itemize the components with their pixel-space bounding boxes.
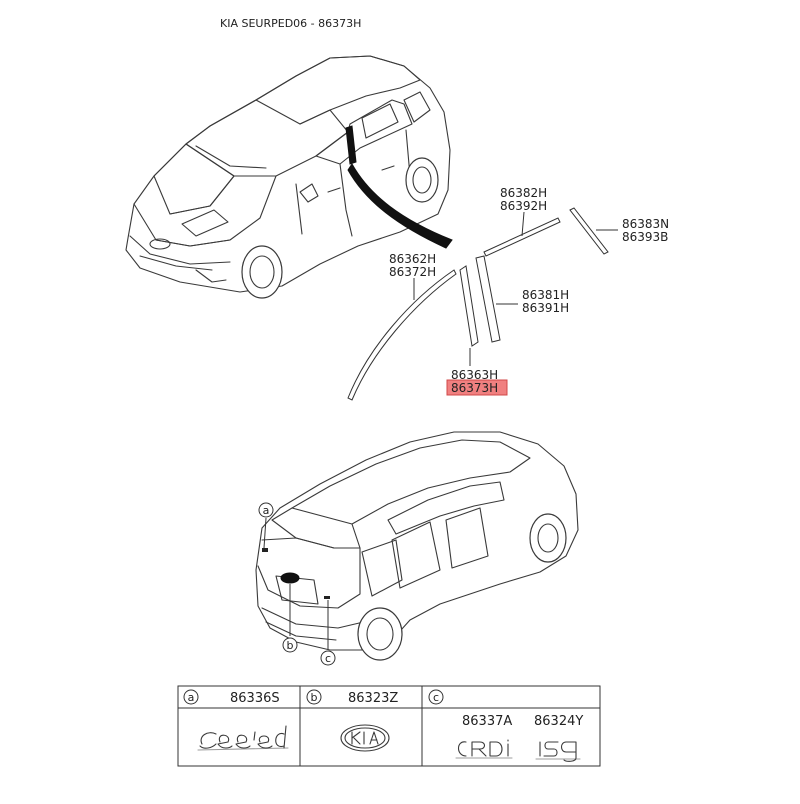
front-car-illustration: [125, 55, 453, 299]
marker-a-letter: a: [263, 504, 270, 517]
diagram-title: KIA SEURPED06 - 86373H: [220, 17, 361, 30]
emblem-table: a 86336S b 86323Z c 86337A 86324Y: [177, 685, 601, 767]
rear-car-illustration: [255, 431, 579, 661]
table-b-part[interactable]: 86323Z: [348, 691, 398, 706]
callout-86382H: 86382H: [500, 186, 547, 200]
highlight-box[interactable]: [446, 379, 508, 396]
callout-86372H: 86372H: [389, 265, 436, 279]
location-swoosh: [347, 163, 453, 249]
callout-86381H: 86381H: [522, 288, 569, 302]
rear-markers: a b c: [258, 502, 336, 666]
callout-86373H[interactable]: 86373H: [451, 381, 498, 395]
marker-a-circle[interactable]: [258, 502, 274, 518]
isg-badge-drawing: [535, 741, 581, 762]
callout-86363H: 86363H: [451, 368, 498, 382]
rear-badge-a: [262, 548, 268, 552]
callout-86383N: 86383N: [622, 217, 669, 231]
leader-lines: [413, 211, 618, 366]
crdi-badge-drawing: [455, 739, 513, 759]
table-a-part[interactable]: 86336S: [230, 691, 280, 706]
callout-86362H: 86362H: [389, 252, 436, 266]
table-a-letter: a: [188, 691, 195, 704]
rear-emblem: [280, 572, 300, 584]
marker-c-circle[interactable]: [320, 650, 336, 666]
table-a-circle: [183, 689, 199, 705]
callout-86391H: 86391H: [522, 301, 569, 315]
table-c-part1[interactable]: 86337A: [462, 714, 512, 729]
marker-b-letter: b: [287, 639, 294, 652]
table-b-letter: b: [311, 691, 318, 704]
marker-c-letter: c: [325, 652, 331, 665]
table-b-circle: [306, 689, 322, 705]
kia-oval-emblem-drawing: [340, 724, 390, 752]
table-c-circle: [428, 689, 444, 705]
table-c-part2[interactable]: 86324Y: [534, 714, 583, 729]
pillar-strip-on-car: [345, 125, 357, 165]
table-c-letter: c: [433, 691, 439, 704]
rear-badge-c: [324, 596, 330, 599]
callout-86392H: 86392H: [500, 199, 547, 213]
ceed-emblem-drawing: [197, 725, 289, 751]
molding-parts: [347, 207, 609, 401]
callout-86393B: 86393B: [622, 230, 668, 244]
marker-b-circle[interactable]: [282, 637, 298, 653]
